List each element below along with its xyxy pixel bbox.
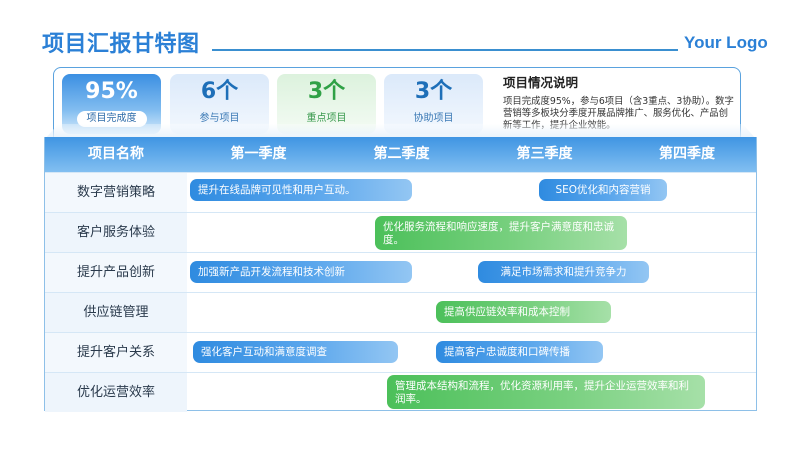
project-description: 项目情况说明 项目完成度95%，参与6项目（含3重点、3协助）。数字营销等多板块… (503, 72, 737, 132)
stat-value: 6个 (200, 79, 239, 104)
row-name: 优化运营效率 (45, 373, 187, 412)
task-bar[interactable]: SEO优化和内容营销 (539, 179, 667, 201)
table-row: 数字营销策略 提升在线品牌可见性和用户互动。 SEO优化和内容营销 (45, 172, 756, 212)
table-row: 提升产品创新 加强新产品开发流程和技术创新 满足市场需求和提升竞争力 (45, 252, 756, 292)
task-bar[interactable]: 提升在线品牌可见性和用户互动。 (190, 179, 412, 201)
task-bar[interactable]: 优化服务流程和响应速度，提升客户满意度和忠诚度。 (375, 216, 627, 250)
row-name: 提升客户关系 (45, 333, 187, 372)
task-bar[interactable]: 管理成本结构和流程，优化资源利用率，提升企业运营效率和利润率。 (387, 375, 705, 409)
table-header: 项目名称 第一季度 第二季度 第三季度 第四季度 (45, 137, 756, 172)
row-name: 客户服务体验 (45, 213, 187, 252)
stat-label: 参与项目 (199, 113, 240, 124)
header-project-name: 项目名称 (88, 146, 144, 162)
row-name: 供应链管理 (45, 293, 187, 332)
logo: Your Logo (684, 33, 768, 52)
task-bar[interactable]: 满足市场需求和提升竞争力 (478, 261, 649, 283)
row-name: 提升产品创新 (45, 253, 187, 292)
header-q3: 第三季度 (516, 146, 573, 162)
stat-label: 重点项目 (306, 113, 347, 124)
task-bar[interactable]: 提高客户忠诚度和口碑传播 (436, 341, 603, 363)
task-bar[interactable]: 加强新产品开发流程和技术创新 (190, 261, 412, 283)
task-bar[interactable]: 强化客户互动和满意度调查 (193, 341, 398, 363)
stat-value: 3个 (307, 79, 346, 104)
task-bar[interactable]: 提高供应链效率和成本控制 (436, 301, 611, 323)
table-row: 供应链管理 提高供应链效率和成本控制 (45, 292, 756, 332)
header-q1: 第一季度 (230, 146, 287, 162)
description-title: 项目情况说明 (503, 75, 579, 90)
stat-label: 项目完成度 (76, 111, 147, 127)
table-row: 优化运营效率 管理成本结构和流程，优化资源利用率，提升企业运营效率和利润率。 (45, 372, 756, 412)
row-name: 数字营销策略 (45, 173, 187, 212)
stat-value: 3个 (414, 79, 453, 104)
gantt-table: 项目名称 第一季度 第二季度 第三季度 第四季度 数字营销策略 提升在线品牌可见… (44, 137, 757, 412)
table-row: 客户服务体验 优化服务流程和响应速度，提升客户满意度和忠诚度。 (45, 212, 756, 252)
page-title: 项目汇报甘特图 (42, 32, 200, 57)
header-fade (44, 124, 757, 140)
table-row: 提升客户关系 强化客户互动和满意度调查 提高客户忠诚度和口碑传播 (45, 332, 756, 372)
header-q4: 第四季度 (659, 146, 715, 162)
stat-value: 95% (85, 79, 138, 104)
stat-label: 协助项目 (413, 113, 454, 124)
title-underline (212, 49, 678, 51)
header-q2: 第二季度 (373, 146, 430, 162)
